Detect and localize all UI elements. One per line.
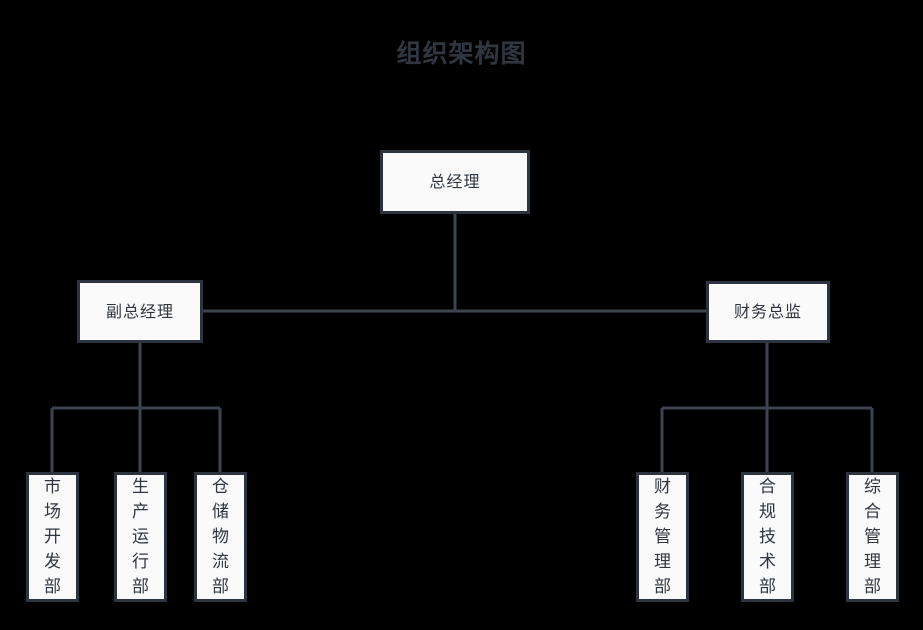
- node-compliance-technology-dept[interactable]: 合规技术部: [741, 472, 794, 602]
- node-general-management-dept[interactable]: 综合管理部: [846, 472, 899, 602]
- node-finance-director[interactable]: 财务总监: [706, 281, 830, 343]
- node-label: 总经理: [429, 172, 481, 191]
- node-label: 仓储物流部: [212, 476, 229, 597]
- node-market-development-dept[interactable]: 市场开发部: [26, 472, 79, 602]
- node-general-manager[interactable]: 总经理: [380, 150, 530, 214]
- node-label: 市场开发部: [44, 476, 61, 597]
- node-label: 财务总监: [733, 302, 802, 321]
- node-label: 财务管理部: [654, 476, 671, 597]
- node-label: 合规技术部: [759, 476, 776, 597]
- node-label: 综合管理部: [864, 476, 881, 597]
- node-production-operations-dept[interactable]: 生产运行部: [114, 472, 167, 602]
- page-title: 组织架构图: [396, 39, 527, 68]
- node-warehousing-logistics-dept[interactable]: 仓储物流部: [194, 472, 247, 602]
- node-label: 副总经理: [105, 301, 174, 321]
- node-financial-management-dept[interactable]: 财务管理部: [636, 472, 689, 602]
- node-deputy-general-manager[interactable]: 副总经理: [77, 280, 203, 343]
- node-label: 生产运行部: [132, 476, 149, 597]
